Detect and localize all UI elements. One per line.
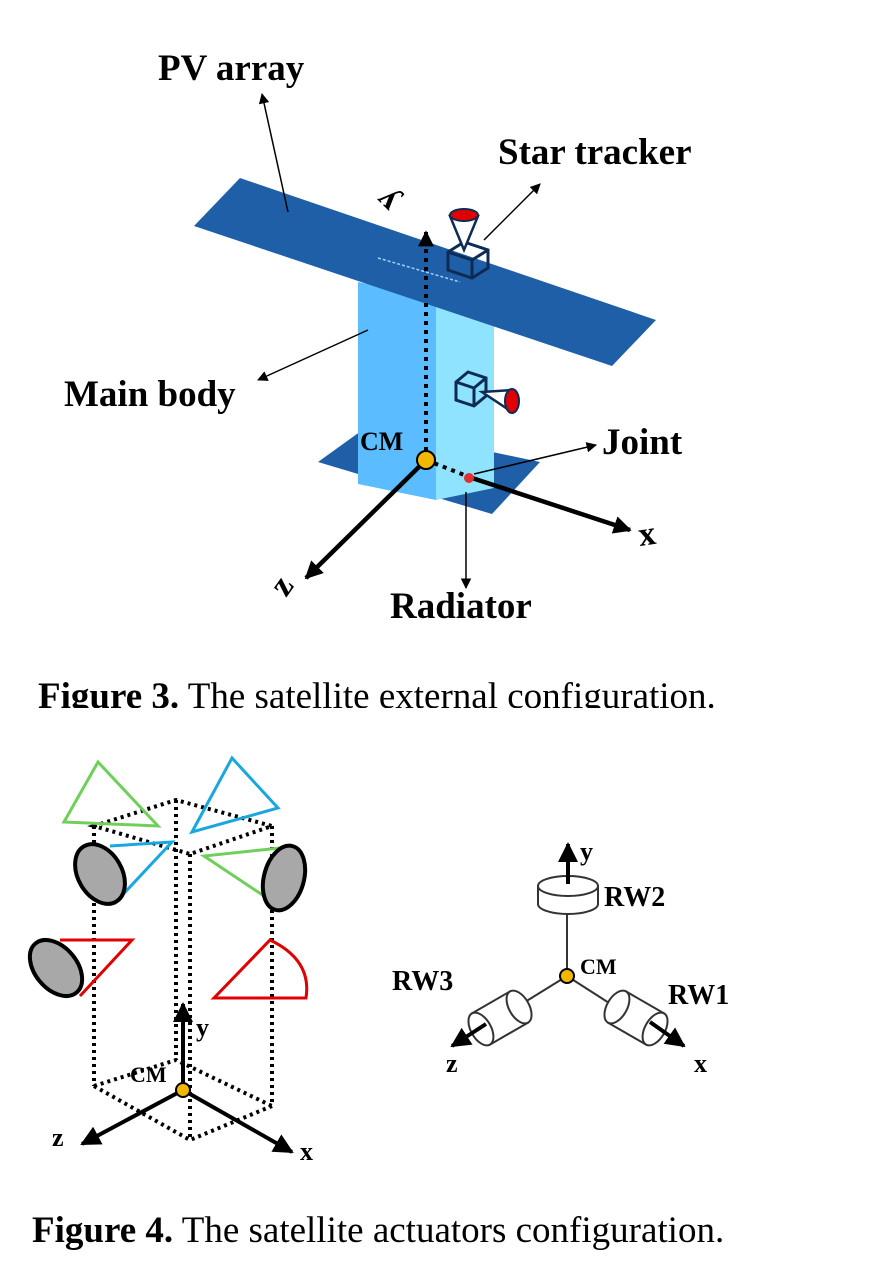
pv-array-panel (194, 178, 656, 366)
figure3-caption-text: The satellite external configuration. (187, 676, 716, 708)
right-axis-x-label: x (694, 1049, 707, 1078)
right-axis-z-label: z (446, 1049, 458, 1078)
thruster-right-upper (199, 843, 308, 913)
star-tracker-label: Star tracker (498, 132, 692, 173)
right-cm-label: CM (580, 954, 617, 979)
pv-array-label: PV array (158, 48, 305, 89)
pv-array-callout-arrow (258, 92, 289, 213)
rw1-label: RW1 (668, 980, 729, 1011)
thruster-left-upper (73, 840, 176, 906)
reaction-wheel-rw1 (603, 989, 669, 1047)
axis-x-label: x (636, 515, 658, 554)
left-cm-marker (175, 1082, 191, 1098)
cm-label: CM (360, 427, 403, 456)
figure4-caption: Figure 4. The satellite actuators config… (32, 1208, 724, 1254)
main-body-callout-arrow (257, 329, 369, 381)
star-tracker-top (446, 208, 490, 280)
right-axis-y-label: y (580, 837, 593, 866)
figure4-caption-number: Figure 4. (32, 1210, 174, 1251)
figure3-caption: Figure 3. The satellite external configu… (38, 674, 716, 708)
joint-label: Joint (602, 422, 683, 463)
rw2-label: RW2 (604, 882, 665, 913)
axis-z-solid (304, 458, 428, 580)
left-cm-label: CM (130, 1062, 167, 1087)
sensor-cone-green-top (61, 759, 162, 828)
figure4-caption-text: The satellite actuators configuration. (181, 1210, 725, 1251)
left-axis-x (182, 1088, 294, 1154)
right-cm-marker (559, 968, 575, 984)
star-tracker-callout-arrow (483, 183, 541, 241)
left-axis-z (80, 1088, 184, 1146)
figure3-diagram: PV array Star tracker Main body CM Joint… (64, 48, 692, 627)
sensor-cone-red-right (210, 938, 309, 1000)
left-axis-y-label: y (196, 1013, 209, 1042)
pv-array-seam (377, 257, 461, 283)
sensor-cone-blue-top (189, 755, 281, 835)
cm-marker (416, 450, 436, 470)
reaction-wheel-rw3 (467, 989, 533, 1047)
reaction-wheel-rw2 (537, 875, 599, 915)
rw3-label: RW3 (392, 966, 453, 997)
star-tracker-side (454, 370, 520, 415)
figure3-caption-number: Figure 3. (38, 676, 180, 708)
main-body-left-face (358, 282, 436, 500)
left-axis-x-label: x (300, 1137, 313, 1166)
right-axis-x (648, 1020, 686, 1048)
joint-callout-arrow (473, 442, 598, 475)
left-axis-z-label: z (52, 1123, 64, 1152)
right-axis-z (450, 1022, 488, 1048)
main-body-label: Main body (64, 374, 236, 415)
thruster-left-lower (27, 938, 136, 998)
radiator-label: Radiator (390, 586, 532, 627)
joint-marker (464, 473, 474, 483)
main-body-right-face (436, 286, 494, 500)
axis-x-solid (471, 475, 632, 534)
